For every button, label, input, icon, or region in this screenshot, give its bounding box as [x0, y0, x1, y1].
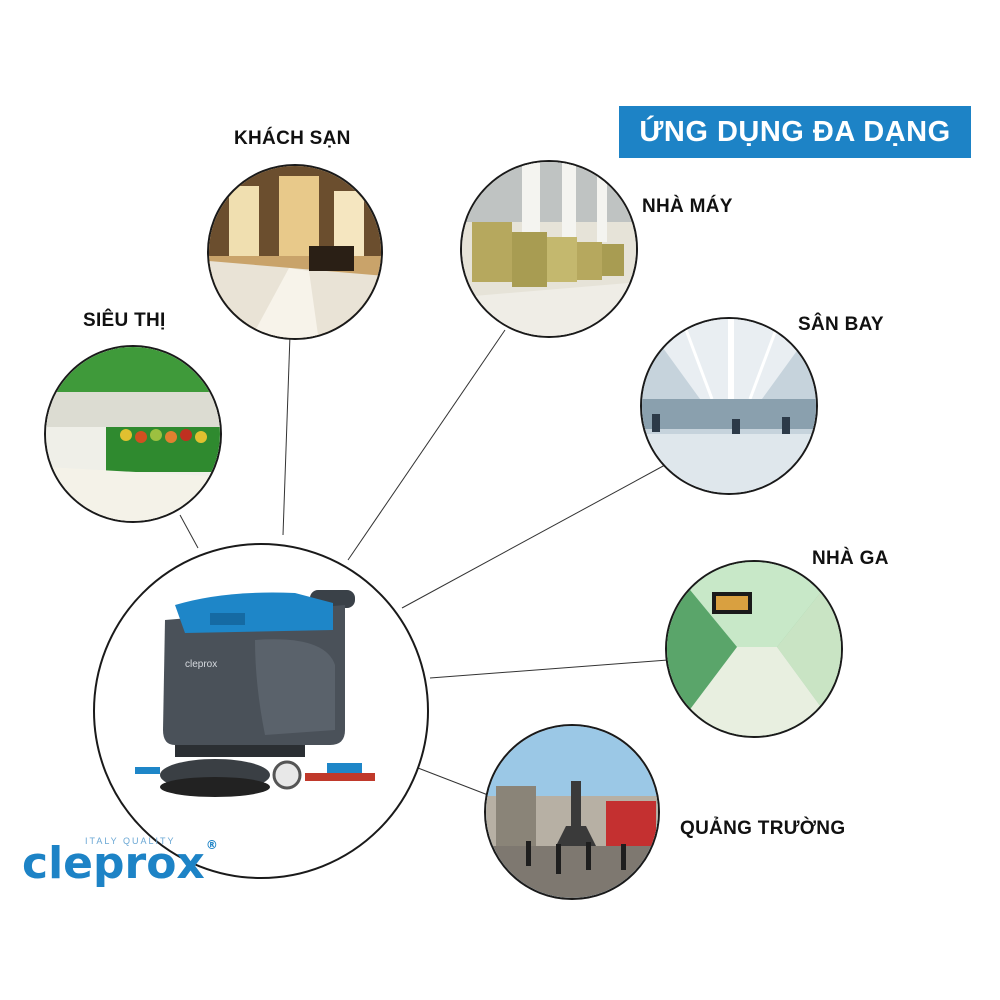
logo-name: cleprox	[22, 838, 205, 889]
supermarket-circle	[44, 345, 222, 523]
train-station-photo-icon	[667, 562, 841, 736]
square-circle	[484, 724, 660, 900]
logo-tagline: ITALY QUALITY	[85, 836, 176, 846]
city-square-photo-icon	[486, 726, 658, 898]
factory-circle	[460, 160, 638, 338]
airport-circle	[640, 317, 818, 495]
machine-circle: cleprox	[93, 543, 429, 879]
label-station: NHÀ GA	[812, 548, 889, 569]
cleprox-logo: cleprox®	[22, 838, 218, 889]
connector-square	[417, 767, 489, 796]
machine-brand-label: cleprox	[185, 659, 217, 670]
label-supermarket: SIÊU THỊ	[83, 310, 166, 331]
banner-title: ỨNG DỤNG ĐA DẠNG	[619, 106, 971, 158]
connector-factory	[347, 329, 506, 561]
connector-station	[429, 659, 669, 679]
factory-photo-icon	[462, 162, 636, 336]
supermarket-photo-icon	[46, 347, 220, 521]
label-square: QUẢNG TRƯỜNG	[680, 818, 846, 839]
airport-photo-icon	[642, 319, 816, 493]
connector-supermarket	[179, 514, 199, 549]
label-hotel: KHÁCH SẠN	[234, 128, 351, 149]
label-airport: SÂN BAY	[798, 314, 884, 335]
label-factory: NHÀ MÁY	[642, 196, 733, 217]
logo-reg-mark: ®	[205, 838, 218, 852]
hotel-circle	[207, 164, 383, 340]
floor-scrubber-machine-icon: cleprox	[135, 590, 375, 797]
connector-airport	[401, 464, 666, 609]
hotel-lobby-photo-icon	[209, 166, 381, 338]
station-circle	[665, 560, 843, 738]
connector-hotel	[282, 334, 291, 536]
